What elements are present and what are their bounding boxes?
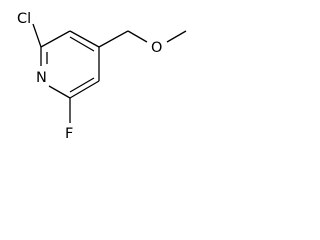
bond-c6-n1 (48, 85, 71, 99)
atom-label-nitrogen: N (36, 70, 47, 86)
bond-c2-cl (32, 23, 42, 48)
atom-label-fluorine: F (65, 126, 73, 142)
bond-c3-c4 (69, 30, 100, 48)
molecule-structure-diagram: Cl N O F (17, 11, 187, 142)
bond-o-ch3 (166, 30, 187, 43)
bond-c2-c3 (40, 30, 71, 48)
atom-label-chlorine: Cl (17, 11, 31, 27)
atom-label-oxygen: O (151, 40, 162, 56)
bond-ch2-o (127, 30, 148, 43)
bond-c4-ch2 (98, 30, 129, 48)
bond-c3-c4-inner (69, 36, 95, 52)
bond-c5-c6-inner (69, 77, 95, 93)
bond-c5-c6 (69, 80, 100, 99)
